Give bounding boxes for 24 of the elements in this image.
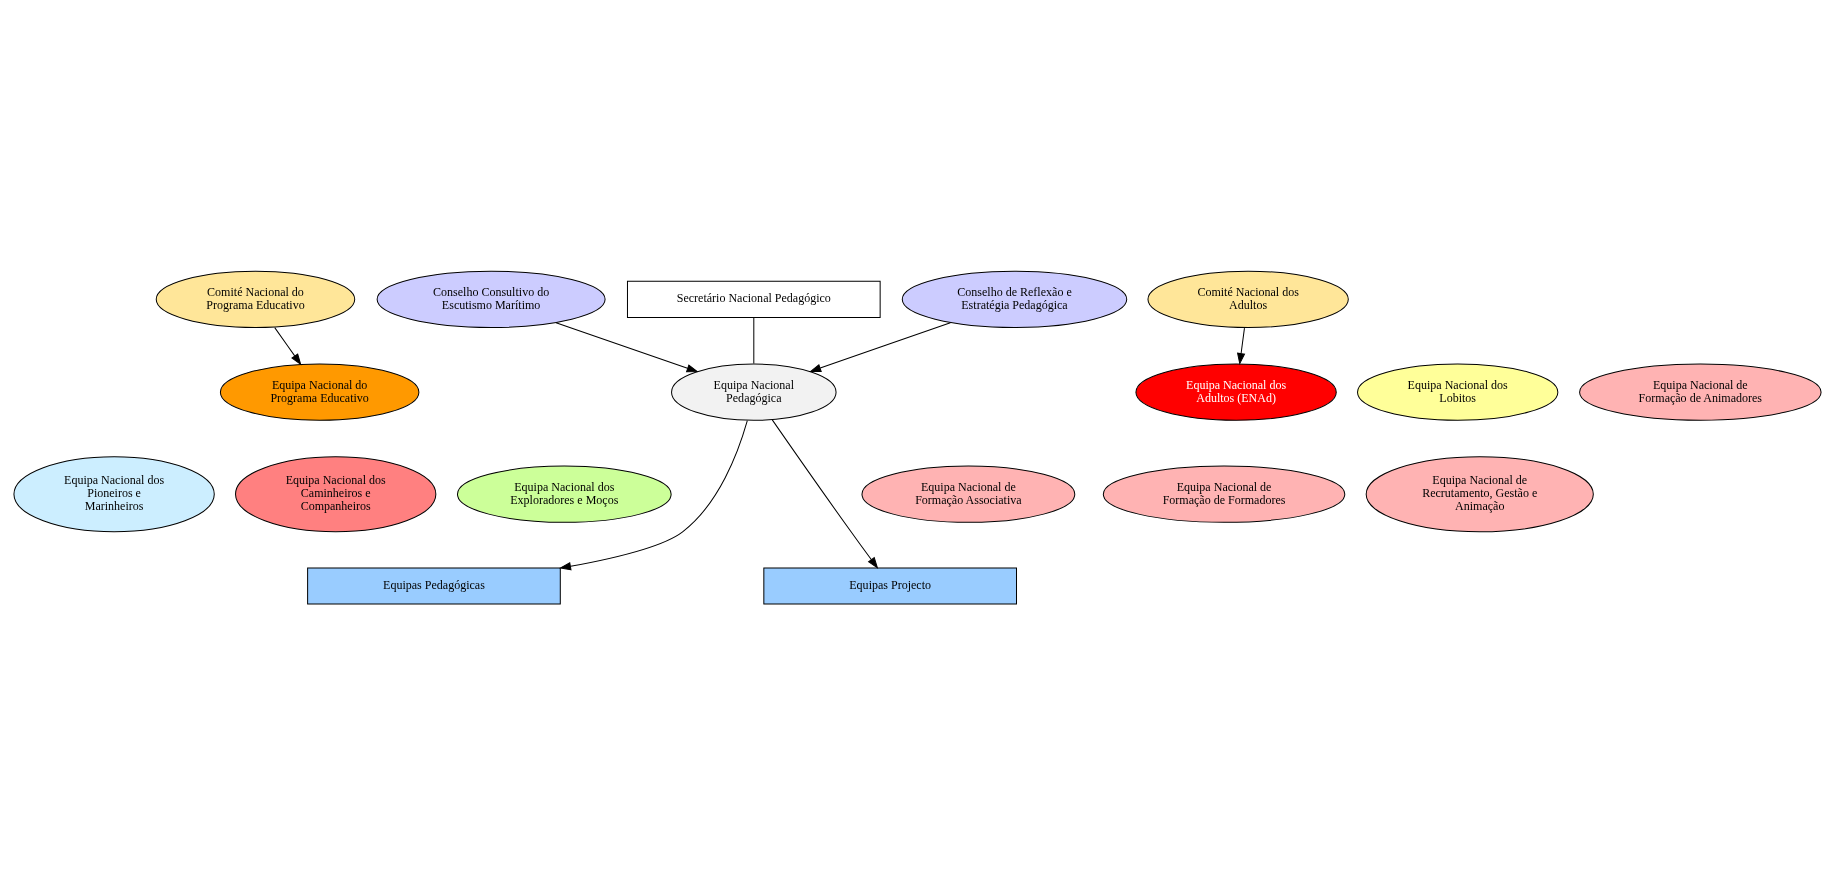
arrow: [1236, 327, 1245, 365]
node-ellipse: Equipa Nacional dos Caminheiros e Companheiros: [234, 456, 436, 533]
node-ellipse: Equipa Nacional dos Adultos (ENAd): [1134, 363, 1337, 421]
node-ellipse: Equipa Nacional do Programa Educativo: [219, 363, 419, 421]
node-ellipse: Equipa Nacional dos Exploradores e Moços: [456, 465, 672, 523]
node-ellipse: Equipa Nacional de Formação de Animadores: [1578, 363, 1822, 421]
connector: [752, 316, 754, 364]
node-box: Equipas Pedagógicas: [306, 567, 561, 605]
node-ellipse: Comité Nacional dos Adultos: [1146, 270, 1349, 328]
arrow: [559, 420, 748, 571]
arrow: [809, 322, 951, 372]
node-ellipse: Equipa Nacional de Formação Associativa: [860, 465, 1075, 523]
arrow: [771, 419, 878, 569]
node-ellipse: Conselho Consultivo do Escutismo Marítimo: [376, 270, 606, 328]
arrow: [273, 327, 301, 365]
node-ellipse: Equipa Nacional dos Pioneiros e Marinheiros: [12, 456, 215, 533]
node-box: Secretário Nacional Pedagógico: [626, 280, 881, 318]
node-ellipse: Conselho de Reflexão e Estratégia Pedagógica: [901, 270, 1127, 328]
node-ellipse: Equipa Nacional dos Lobitos: [1356, 363, 1558, 421]
node-box: Equipas Projecto: [762, 567, 1017, 605]
node-ellipse: Comité Nacional do Programa Educativo: [155, 270, 355, 328]
arrow: [555, 322, 698, 373]
node-ellipse: Equipa Nacional de Recrutamento, Gestão e Animação: [1365, 456, 1594, 533]
node-ellipse: Equipa Nacional de Formação de Formadores: [1102, 465, 1345, 523]
